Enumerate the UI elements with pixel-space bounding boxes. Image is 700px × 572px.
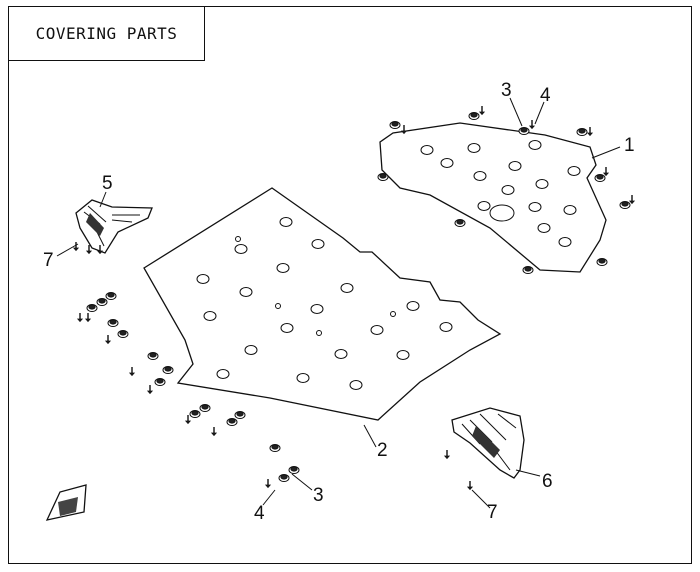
- part-2-holes: [196, 217, 453, 390]
- callout-4-bottom: 4: [254, 503, 265, 524]
- callouts: 1 2 3 3 4 4 5 6 7 7: [43, 80, 635, 524]
- callout-5: 5: [102, 173, 113, 194]
- part-5-bracket: [75, 199, 153, 254]
- callout-2: 2: [377, 440, 388, 461]
- part-2-skid-plate: [143, 187, 502, 421]
- diagram-frame: [8, 6, 692, 564]
- title-box: COVERING PARTS: [8, 6, 205, 61]
- part-1-holes: [420, 140, 581, 247]
- part-1-skid-plate: [379, 122, 607, 273]
- page-title: COVERING PARTS: [35, 24, 178, 43]
- leader-lines: [56, 97, 621, 509]
- part-6-bracket: [451, 407, 525, 479]
- front-direction-icon: [45, 484, 87, 521]
- callout-7-left: 7: [43, 250, 54, 271]
- callout-3-top: 3: [501, 80, 512, 101]
- callout-1: 1: [624, 135, 635, 156]
- callout-6: 6: [542, 471, 553, 492]
- callout-4-top: 4: [540, 85, 551, 106]
- callout-3-bottom: 3: [313, 485, 324, 506]
- callout-7-bottom: 7: [487, 502, 498, 523]
